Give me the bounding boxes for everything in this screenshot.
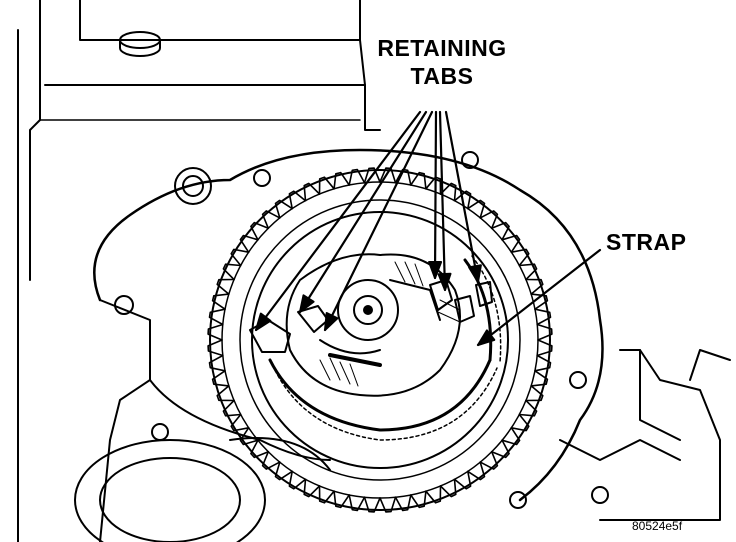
gear-tooth bbox=[410, 171, 427, 190]
gear-tooth bbox=[274, 199, 293, 219]
gear-tooth bbox=[208, 308, 226, 326]
gear-tooth bbox=[525, 385, 544, 402]
gear-tooth bbox=[410, 490, 427, 509]
gear-tooth bbox=[303, 478, 321, 498]
gear-tooth bbox=[467, 199, 486, 219]
gear-tooth bbox=[230, 248, 250, 267]
gear-tooth bbox=[490, 221, 510, 241]
gear-tooth bbox=[211, 370, 230, 387]
strap-band bbox=[268, 255, 502, 441]
gear-tooth bbox=[239, 427, 259, 446]
figure-id: 80524e5f bbox=[632, 519, 683, 533]
gear-tooth bbox=[439, 478, 457, 498]
gear-tooth bbox=[530, 370, 549, 387]
lower-housing bbox=[74, 437, 331, 542]
gear-tooth bbox=[333, 490, 350, 509]
arrowhead bbox=[477, 329, 496, 346]
gear-tooth bbox=[216, 278, 235, 295]
gear-tooth bbox=[288, 190, 307, 210]
gear-tooth bbox=[518, 263, 538, 281]
leader-line bbox=[438, 110, 447, 292]
gear-tooth bbox=[425, 485, 442, 504]
right-bracket bbox=[559, 349, 731, 521]
gear-tooth bbox=[536, 339, 553, 357]
retaining-tabs-label-line2: TABS bbox=[410, 63, 474, 89]
ring-gear bbox=[207, 167, 553, 513]
gear-tooth bbox=[216, 385, 235, 402]
strap-label: STRAP bbox=[606, 229, 687, 255]
leader-line bbox=[444, 110, 480, 284]
gear-tooth bbox=[510, 413, 530, 432]
leader-line bbox=[433, 110, 438, 280]
gear-tooth bbox=[222, 263, 242, 281]
gear-tooth bbox=[207, 339, 224, 357]
gear-tooth bbox=[207, 323, 224, 341]
leader-line bbox=[323, 110, 434, 332]
gear-tooth bbox=[394, 168, 412, 186]
gear-tooth bbox=[534, 354, 552, 372]
gear-tooth bbox=[363, 167, 381, 184]
gear-tooth bbox=[318, 485, 335, 504]
gear-tooth bbox=[479, 450, 499, 470]
gear-tooth bbox=[288, 470, 307, 490]
gear-tooth bbox=[530, 293, 549, 310]
gear-tooth bbox=[425, 176, 442, 195]
gear-tooth bbox=[510, 248, 530, 267]
gear-tooth bbox=[230, 413, 250, 432]
gear-tooth bbox=[250, 221, 270, 241]
gear-tooth bbox=[333, 171, 350, 190]
gear-tooth bbox=[534, 308, 552, 326]
gear-tooth bbox=[250, 439, 270, 459]
gear-tooth bbox=[261, 210, 281, 230]
arrowhead bbox=[428, 261, 443, 279]
gear-tooth bbox=[479, 210, 499, 230]
leader-line bbox=[254, 110, 422, 332]
gear-tooth bbox=[525, 278, 544, 295]
gear-tooth bbox=[501, 427, 521, 446]
arrowhead bbox=[468, 264, 482, 283]
gear-tooth bbox=[536, 323, 553, 341]
gear-tooth bbox=[439, 182, 457, 202]
gear-tooth bbox=[303, 182, 321, 202]
gear-tooth bbox=[453, 470, 472, 490]
gear-tooth bbox=[211, 293, 230, 310]
gear-tooth bbox=[467, 461, 486, 481]
gear-tooth bbox=[348, 168, 366, 186]
planet-carrier bbox=[285, 253, 461, 397]
gear-tooth bbox=[394, 494, 412, 512]
gear-tooth bbox=[348, 494, 366, 512]
gear-tooth bbox=[261, 450, 281, 470]
gear-tooth bbox=[208, 354, 226, 372]
gear-tooth bbox=[379, 496, 397, 513]
gear-tooth bbox=[453, 190, 472, 210]
leader-line bbox=[298, 110, 428, 314]
gear-tooth bbox=[363, 496, 381, 513]
arrowhead bbox=[299, 294, 315, 313]
gear-tooth bbox=[274, 461, 293, 481]
arrowhead bbox=[437, 272, 452, 291]
gear-tooth bbox=[239, 234, 259, 253]
gear-tooth bbox=[490, 439, 510, 459]
gear-tooth bbox=[501, 234, 521, 253]
gear-tooth bbox=[379, 167, 397, 184]
callout-arrows bbox=[254, 110, 602, 347]
gear-tooth bbox=[318, 176, 335, 195]
leader-line bbox=[476, 248, 602, 347]
gear-tooth bbox=[222, 399, 242, 417]
arrowhead bbox=[324, 312, 339, 331]
retaining-tabs-label-line1: RETAINING bbox=[377, 35, 507, 61]
gear-tooth bbox=[518, 399, 538, 417]
arrowhead bbox=[255, 312, 272, 331]
